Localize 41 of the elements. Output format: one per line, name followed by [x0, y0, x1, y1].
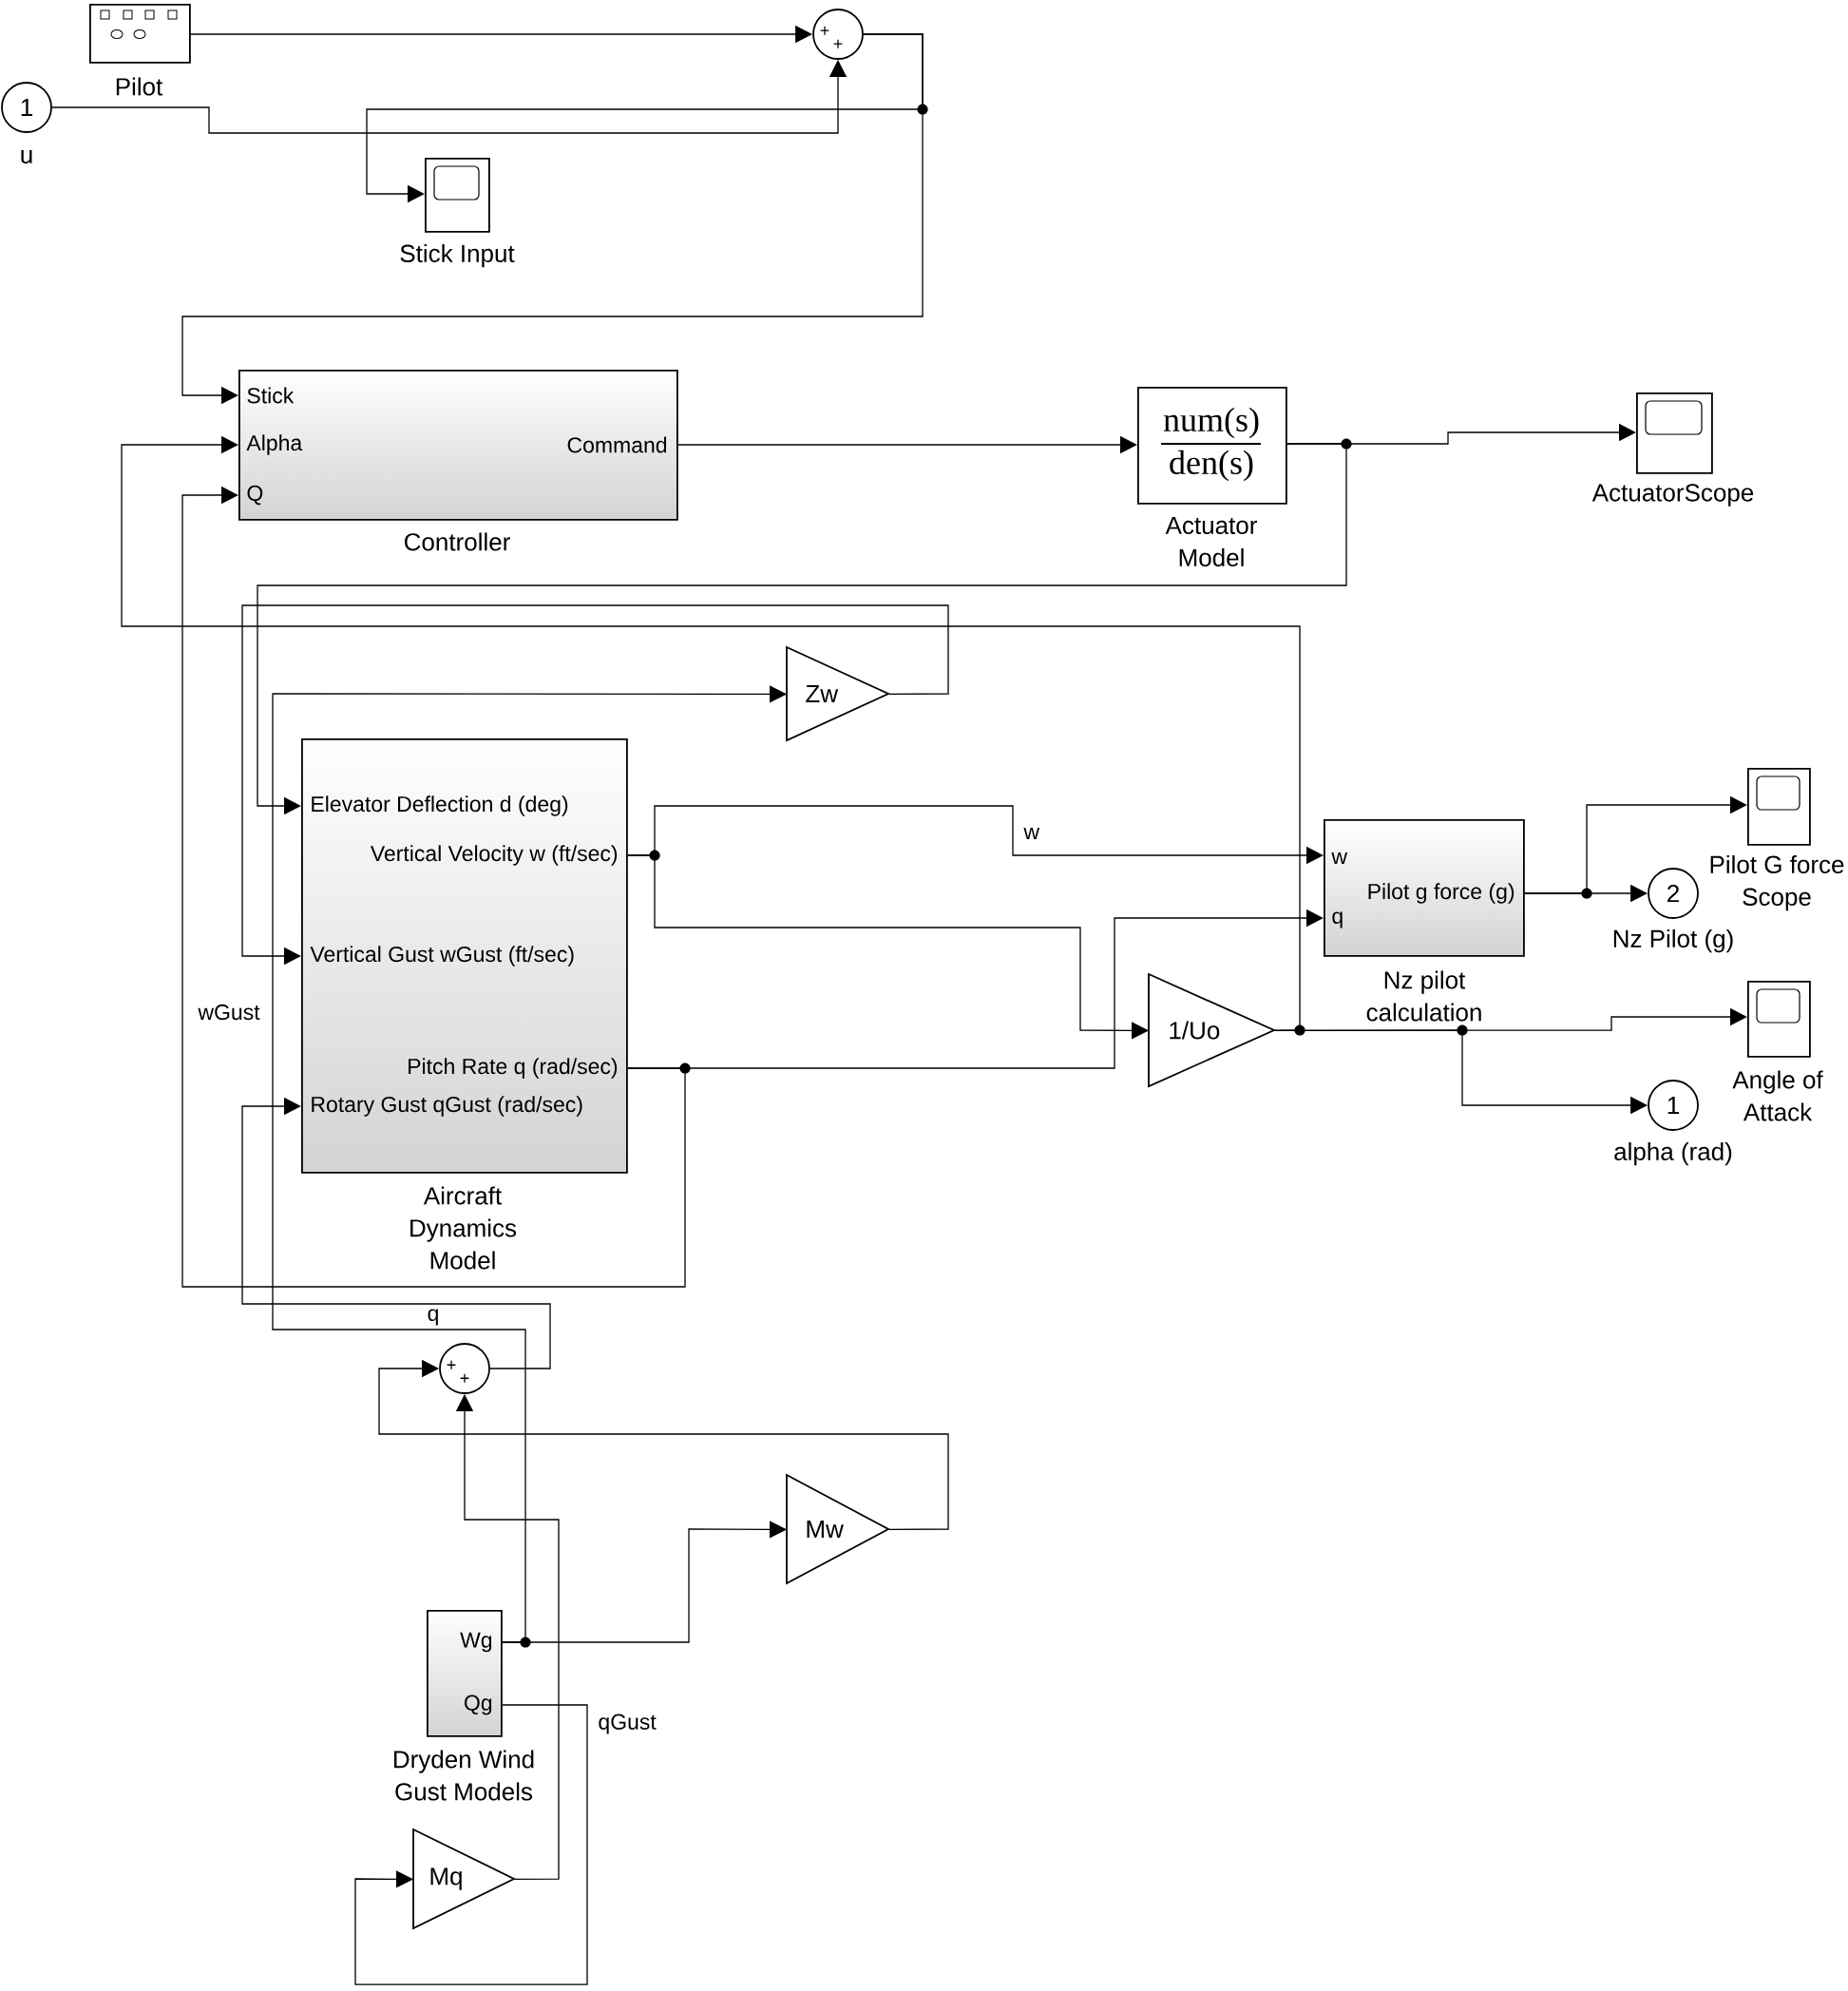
block-name: Actuator Model — [1165, 516, 1257, 567]
port-label: Pitch Rate q (rad/sec) — [409, 1058, 618, 1079]
edge-label: q — [426, 1308, 441, 1327]
block-name: Controller — [404, 532, 510, 551]
block-name: Nz Pilot (g) — [1613, 928, 1733, 953]
port-label: Qg — [465, 1694, 492, 1715]
arrow — [378, 1359, 949, 1531]
arrow — [241, 1097, 551, 1369]
block-name: Stick Input — [400, 243, 515, 268]
block-name: Pilot — [116, 77, 163, 96]
port-label: Q — [247, 485, 263, 506]
port-label: q — [1332, 911, 1343, 928]
block-name: Dryden Wind Gust Models — [394, 1750, 534, 1801]
arrow — [627, 854, 1149, 1040]
transfer-function-block: num(s) den(s) — [1137, 387, 1287, 505]
arrow — [121, 435, 1301, 1032]
sum-block: + + — [439, 1343, 490, 1394]
block-name: ActuatorScope — [1591, 484, 1754, 507]
edge-label: w — [1022, 826, 1040, 841]
edge-label: wGust — [197, 1003, 261, 1022]
block-name: u — [21, 150, 32, 163]
sum-block: + + — [812, 9, 864, 60]
block-name: Aircraft Dynamics Model — [410, 1186, 517, 1270]
port-label: Wg — [460, 1632, 492, 1653]
port-label: w — [1331, 852, 1348, 865]
block-name: alpha (rad) — [1614, 1141, 1732, 1166]
block-name: Pilot G force Scope — [1710, 854, 1844, 911]
port-label: Stick — [247, 387, 295, 404]
port-label: Vertical Velocity w (ft/sec) — [370, 845, 618, 866]
arrow — [354, 1704, 588, 1985]
arrow — [181, 486, 686, 1288]
edge-label: qGust — [597, 1713, 657, 1735]
port-label: Vertical Gust wGust (ft/sec) — [310, 946, 574, 967]
block-name: Angle of Attack — [1732, 1070, 1823, 1121]
block-name: Nz pilot calculation — [1366, 970, 1481, 1022]
port-label: Alpha — [246, 434, 303, 455]
arrow — [502, 1521, 787, 1643]
port-label: Elevator Deflection d (deg) — [312, 795, 568, 816]
port-label: Rotary Gust qGust (rad/sec) — [312, 1096, 582, 1117]
port-label: Pilot g force (g) — [1368, 883, 1515, 904]
port-label: Command — [567, 436, 667, 453]
